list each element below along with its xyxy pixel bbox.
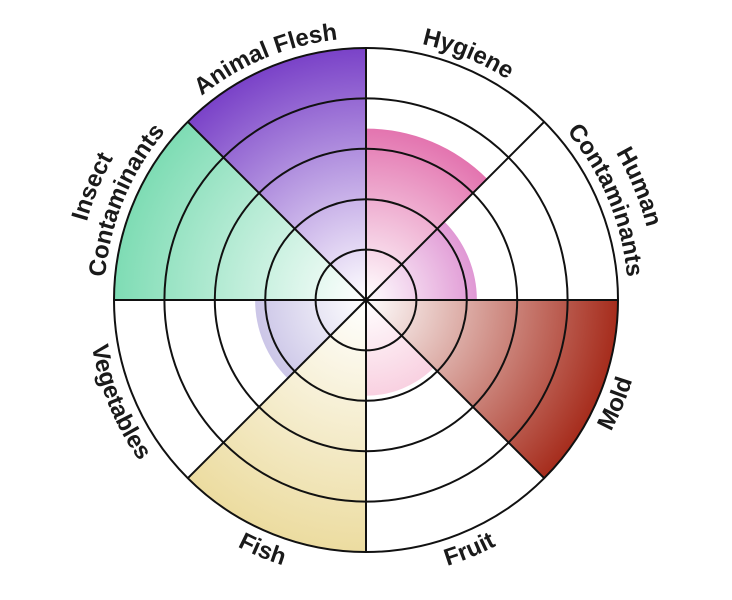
grid-layer (113, 47, 619, 553)
wedge-animal-flesh (187, 48, 366, 300)
wedge-mold (366, 300, 618, 479)
wedge-fruit (366, 300, 434, 396)
spoke-line (187, 121, 367, 301)
wedge-layer (114, 48, 618, 552)
wedge-vegetables (255, 300, 366, 379)
wedge-insect-contaminants (114, 121, 366, 301)
category-label-fruit: Fruit (441, 527, 500, 572)
spoke-line (187, 299, 367, 479)
wedge-hygiene (366, 128, 488, 300)
wedge-human-contaminants (366, 221, 477, 300)
wedge-fish (187, 300, 366, 552)
category-label-hygiene: Hygiene (420, 23, 518, 84)
spoke-line (365, 121, 545, 301)
spoke-line (365, 299, 545, 479)
